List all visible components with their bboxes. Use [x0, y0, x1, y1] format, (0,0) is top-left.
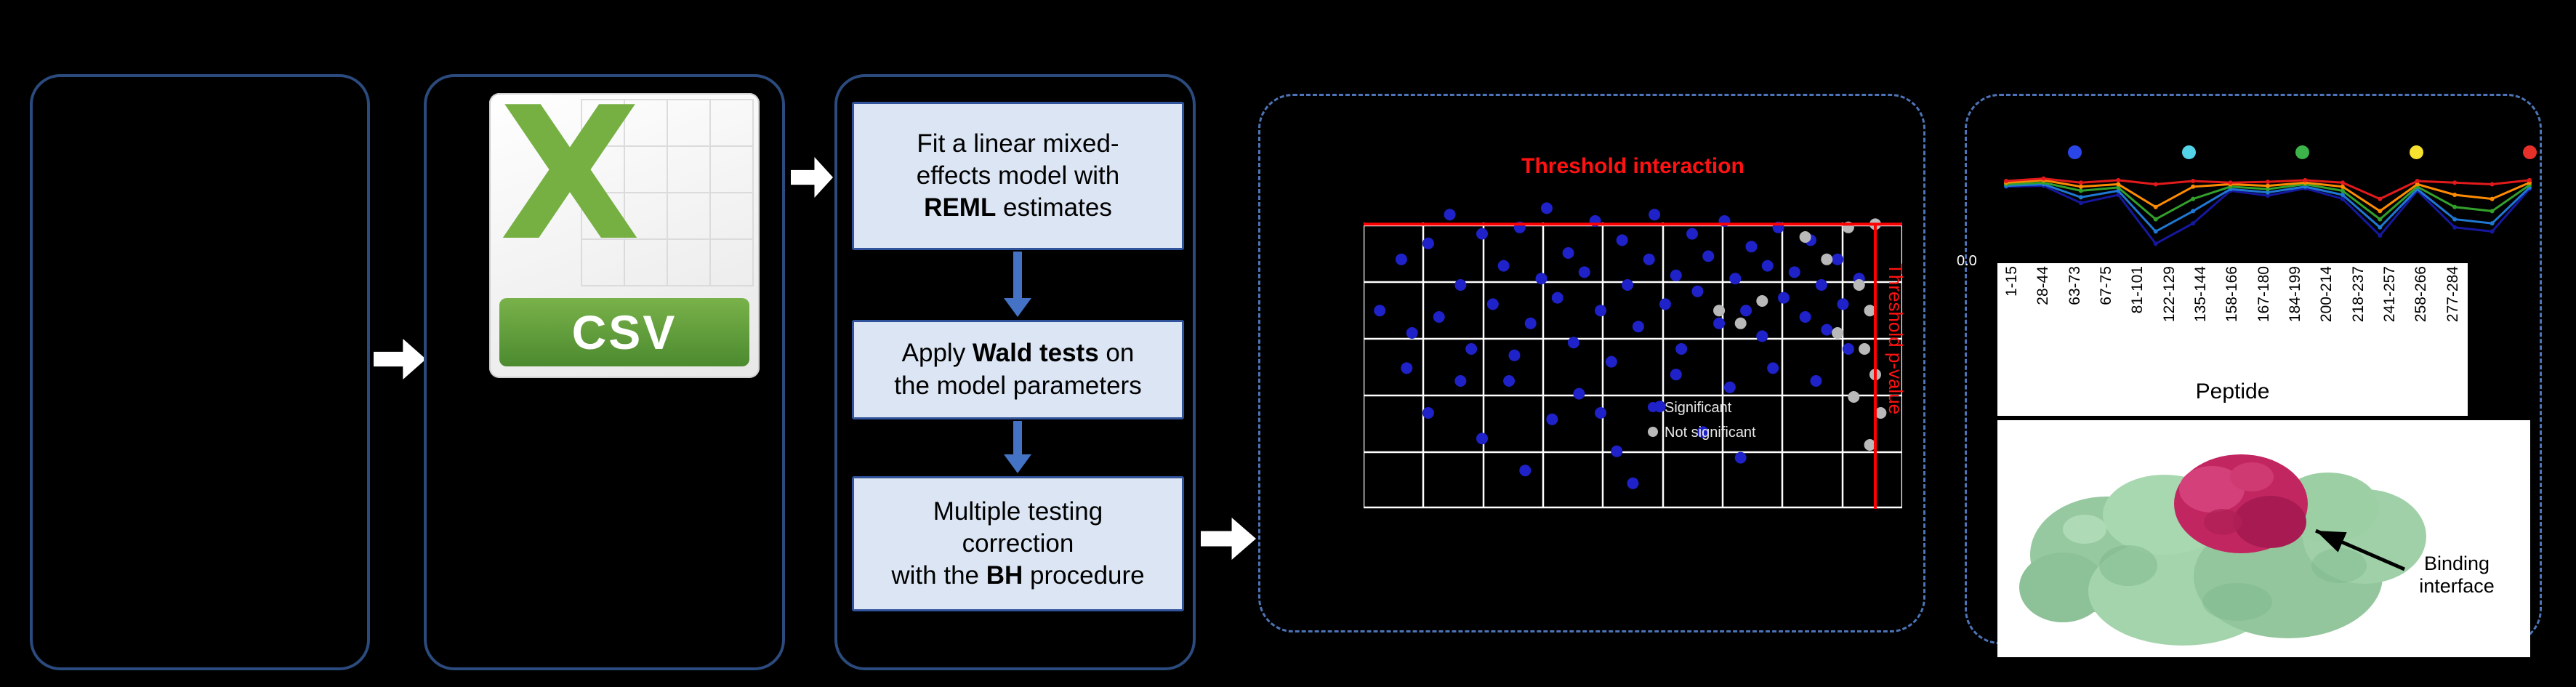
step-wald: Apply Wald tests on the model parameters	[852, 320, 1184, 419]
excel-x-logo: X	[499, 68, 641, 281]
step-arrow-1	[1013, 252, 1022, 298]
model-box: Fit a linear mixed- effects model with R…	[834, 74, 1196, 670]
peptide-tick-label: 122-129	[2160, 266, 2178, 323]
peptide-tick-label: 81-101	[2129, 266, 2146, 314]
step-bh-text: Multiple testing correction with the BH …	[891, 497, 1145, 590]
input-data-box	[30, 74, 370, 670]
threshold-pvalue-label: Threshold p-value	[1885, 263, 1907, 415]
step-reml-text: Fit a linear mixed- effects model with R…	[916, 129, 1120, 222]
timepoint-dot	[2295, 145, 2309, 159]
kinetics-plot	[2004, 176, 2532, 246]
results-scatter-panel	[1258, 94, 1925, 632]
svg-text:Significant: Significant	[1665, 400, 1732, 416]
flow-arrow-2	[791, 157, 833, 198]
peptide-tick-label: 258-266	[2412, 266, 2430, 323]
peptide-axis-strip	[1997, 263, 2468, 416]
peptide-tick-label: 67-75	[2098, 266, 2115, 305]
flow-arrow-3	[1201, 518, 1256, 560]
timepoint-dot	[2068, 145, 2082, 159]
svg-text:Not significant: Not significant	[1665, 425, 1756, 441]
binding-interface-label: Binding interface	[2419, 553, 2495, 598]
peptide-tick-label: 28-44	[2034, 266, 2052, 305]
peptide-tick-label: 277-284	[2444, 266, 2461, 323]
step-reml: Fit a linear mixed- effects model with R…	[852, 102, 1184, 250]
csv-box: X CSV	[424, 68, 785, 670]
timepoint-dot	[2409, 145, 2423, 159]
csv-banner-label: CSV	[499, 298, 749, 366]
timepoint-dot	[2523, 145, 2537, 159]
peptide-tick-label: 218-237	[2349, 266, 2367, 323]
peptide-tick-label: 158-166	[2223, 266, 2241, 323]
peptide-tick-labels: 1-15 28-44 63-73 67-75 81-101 122-129 135-144 1…	[2003, 266, 2462, 377]
peptide-tick-label: 200-214	[2318, 266, 2335, 323]
peptide-tick-label: 167-180	[2255, 266, 2272, 323]
step-arrow-2	[1013, 421, 1022, 454]
csv-file-icon: X CSV	[489, 68, 760, 378]
protein-structure-panel: Binding interface	[1997, 420, 2530, 657]
protein-structure-image	[2019, 454, 2426, 646]
peptide-tick-label: 184-199	[2287, 266, 2304, 323]
flow-arrow-1	[374, 339, 426, 379]
spreadsheet-grid	[581, 99, 754, 286]
kinetics-y-tick: 0.0	[1957, 253, 1977, 269]
step-wald-text: Apply Wald tests on the model parameters	[894, 339, 1142, 400]
peptide-tick-label: 1-15	[2003, 266, 2020, 297]
timepoint-dot	[2181, 145, 2196, 159]
timepoint-legend-dots	[2068, 145, 2537, 159]
scatter-title: Threshold interaction	[1521, 154, 1744, 178]
binding-interface-arrow	[2315, 529, 2405, 571]
peptide-axis-label: Peptide	[2195, 379, 2270, 403]
peptide-tick-label: 135-144	[2192, 266, 2210, 323]
peptide-tick-label: 241-257	[2381, 266, 2399, 323]
step-bh: Multiple testing correction with the BH …	[852, 476, 1184, 611]
peptide-tick-label: 63-73	[2066, 266, 2083, 305]
